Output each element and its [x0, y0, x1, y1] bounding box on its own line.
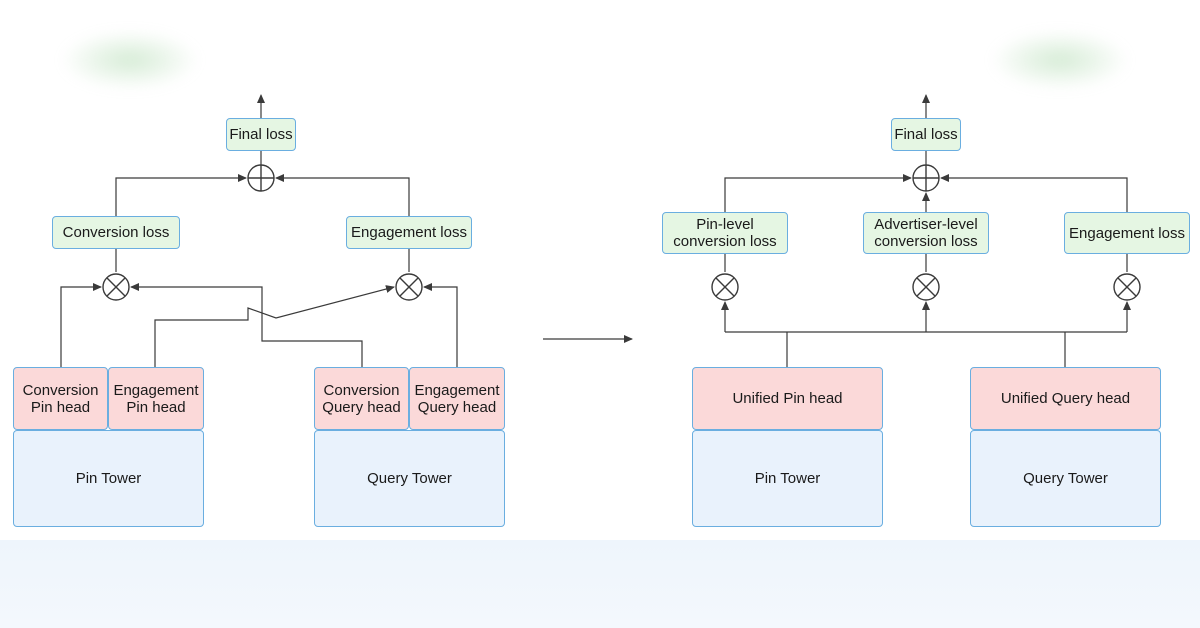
conv-pin-head-to-mult: [60, 283, 102, 367]
background-blur-top-right: [990, 30, 1130, 90]
pin-tower-right: Pin Tower: [692, 430, 883, 527]
pin-level-conversion-loss: Pin-level conversion loss: [662, 212, 788, 254]
multiply-operator-pin-level: [711, 273, 739, 301]
query-tower-left: Query Tower: [314, 430, 505, 527]
final-loss-right: Final loss: [891, 118, 961, 151]
conversion-to-sum-left: [115, 174, 247, 217]
multiply-operator-advertiser-level: [912, 273, 940, 301]
background-blur-top-left: [60, 30, 200, 90]
unified-pin-head: Unified Pin head: [692, 367, 883, 430]
conv-query-head-to-mult: [130, 283, 363, 367]
query-tower-right: Query Tower: [970, 430, 1161, 527]
eng-query-head-to-mult: [423, 283, 458, 367]
engagement-to-sum-right: [940, 174, 1128, 212]
engagement-loss-right: Engagement loss: [1064, 212, 1190, 254]
sum-operator-left: [247, 164, 275, 192]
conversion-pin-head: Conversion Pin head: [13, 367, 108, 430]
engagement-query-head: Engagement Query head: [409, 367, 505, 430]
pin-level-to-sum: [724, 174, 912, 212]
multiply-operator-engagement-left: [395, 273, 423, 301]
final-loss-left: Final loss: [226, 118, 296, 151]
conversion-loss-left: Conversion loss: [52, 216, 180, 249]
advertiser-level-conversion-loss: Advertiser-level conversion loss: [863, 212, 989, 254]
engagement-to-sum-left: [275, 174, 410, 217]
engagement-pin-head: Engagement Pin head: [108, 367, 204, 430]
conversion-query-head: Conversion Query head: [314, 367, 409, 430]
background-blur-bottom: [0, 540, 1200, 628]
pin-tower-left: Pin Tower: [13, 430, 204, 527]
unified-query-head: Unified Query head: [970, 367, 1161, 430]
sum-operator-right: [912, 164, 940, 192]
eng-pin-head-to-mult: [154, 285, 395, 367]
multiply-operator-engagement-right: [1113, 273, 1141, 301]
engagement-loss-left: Engagement loss: [346, 216, 472, 249]
multiply-operator-conversion-left: [102, 273, 130, 301]
